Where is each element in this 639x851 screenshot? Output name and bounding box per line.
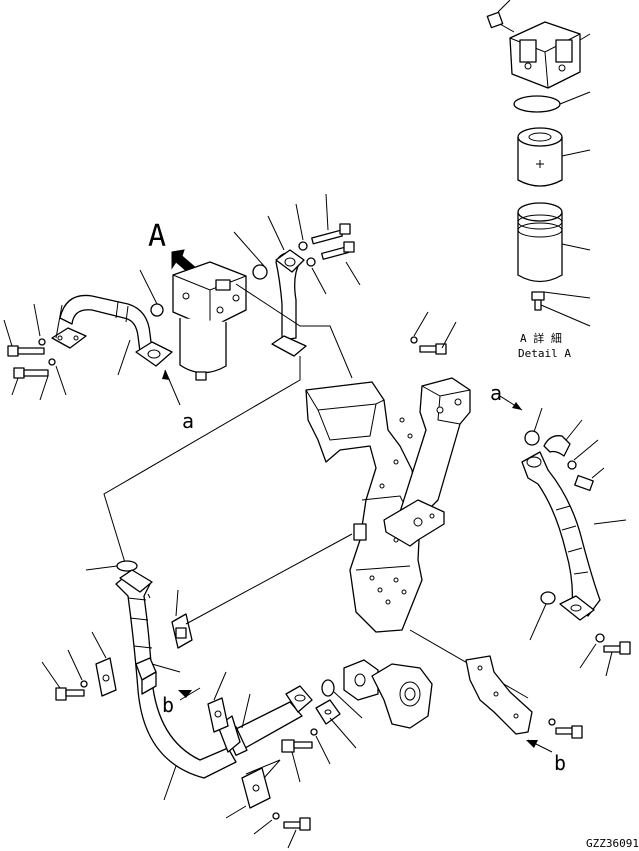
split-flange — [543, 435, 571, 457]
elbow-hose-right — [271, 249, 307, 357]
bolt-right-hose — [574, 474, 594, 492]
bolt-lower-bottom — [283, 817, 311, 831]
o-ring-right-lower — [540, 591, 556, 605]
washer-right-lower — [595, 633, 605, 643]
support-bracket-b — [465, 655, 533, 735]
washer-left-1 — [38, 338, 46, 346]
o-ring-left — [150, 303, 164, 317]
washer-lower-left — [80, 680, 88, 688]
clamp-lower-1 — [135, 657, 157, 695]
flange-left — [51, 327, 87, 349]
bolt-left-2 — [13, 367, 49, 379]
filter-assembly — [172, 261, 247, 381]
view-marker-label: A — [148, 219, 166, 254]
lower-pipe — [115, 569, 237, 779]
filter-case — [517, 202, 563, 283]
o-ring-right — [252, 264, 268, 280]
washer-top-2 — [306, 257, 316, 267]
flange-right-hose-bottom — [559, 595, 595, 621]
bracket-column — [399, 377, 471, 521]
drain-plug — [531, 291, 545, 311]
clip-bracket-3 — [207, 697, 229, 733]
washer-lower-mid — [310, 728, 318, 736]
o-ring-lower — [116, 560, 138, 572]
detail-label-en: Detail A — [518, 347, 571, 360]
bolt-left-1 — [7, 345, 45, 357]
bolt-mid — [419, 343, 447, 355]
bolt-right-lower — [603, 641, 631, 655]
o-ring-right-hose — [524, 430, 540, 446]
washer-lower-bottom — [272, 812, 280, 820]
washer-left-2 — [48, 358, 56, 366]
bolt-top-1 — [311, 223, 351, 245]
clip-bracket-2 — [95, 657, 117, 697]
ref-label-a-upper: a — [182, 409, 194, 433]
washer-mid — [410, 336, 418, 344]
filter-element — [517, 127, 563, 187]
mounting-bracket — [305, 381, 423, 633]
o-ring-valve — [321, 679, 335, 697]
drawing-id: GZZ36091 — [586, 837, 639, 850]
washer-top-1 — [298, 241, 308, 251]
bolt-b-bracket — [555, 725, 583, 739]
bolt-top-2 — [321, 241, 355, 260]
washer-right-hose — [567, 460, 577, 470]
clip-bracket-1 — [171, 613, 193, 649]
filter-head — [509, 21, 581, 89]
clip-bracket-5 — [315, 699, 341, 725]
ref-label-b-lower-left: b — [162, 693, 174, 717]
ref-label-b-lower-right: b — [554, 751, 566, 775]
o-ring-detail — [513, 95, 561, 113]
valve-flange — [343, 659, 379, 701]
mounting-plate — [383, 499, 445, 547]
valve-body — [371, 663, 433, 729]
washer-b-bracket — [548, 718, 556, 726]
ref-label-a-right: a — [490, 381, 502, 405]
bolt-lower-left — [55, 687, 85, 701]
filter-head-bolt — [486, 11, 515, 33]
detail-label-jp: A 詳 細 — [520, 331, 562, 345]
clip-bracket-4 — [241, 767, 271, 809]
flange-right-lower — [135, 341, 173, 367]
bolt-lower-mid — [281, 739, 313, 753]
right-hose — [521, 451, 601, 617]
